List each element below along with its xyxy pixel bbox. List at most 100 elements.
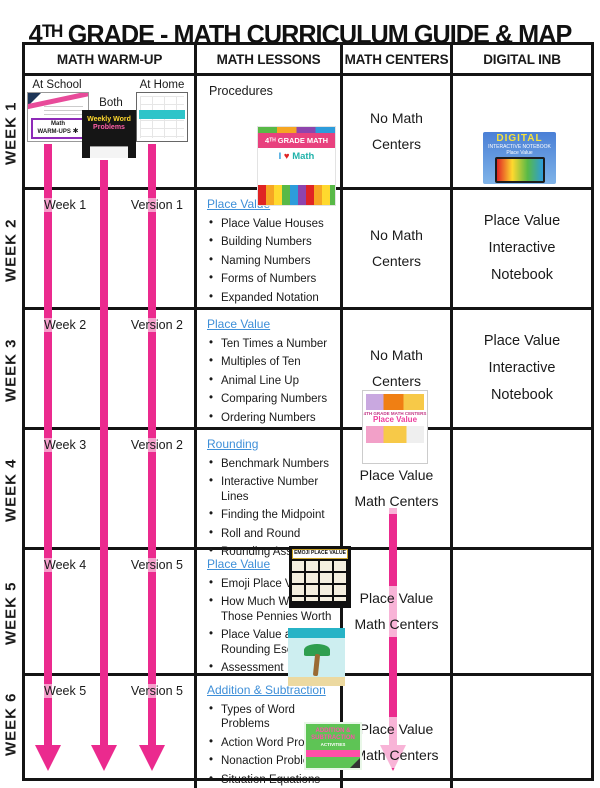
lesson-bullet: Nonaction Problems bbox=[209, 753, 338, 768]
i-love-math-caption: I ♥ Math bbox=[258, 148, 335, 162]
centers-text-week5: Place Value Math Centers bbox=[348, 586, 445, 637]
lesson-link-place-value[interactable]: Place Value bbox=[207, 557, 271, 571]
laptop-screen-decoration bbox=[496, 159, 543, 181]
palm-trunk-decoration bbox=[312, 653, 321, 677]
column-header-math-centers: MATH CENTERS bbox=[343, 45, 453, 76]
flow-arrowhead-both bbox=[91, 745, 117, 771]
lessons-text-week1: Procedures bbox=[209, 84, 273, 98]
sand-decoration bbox=[288, 677, 345, 686]
lesson-bullet: Expanded Notation bbox=[209, 289, 338, 305]
laptop-decoration bbox=[494, 157, 545, 183]
lesson-bullet: Animal Line Up bbox=[209, 373, 338, 388]
lesson-bullets: Place Value Houses Building Numbers Nami… bbox=[209, 216, 338, 305]
warmup-week-label: Week 3 bbox=[41, 438, 90, 452]
starburst-icon: ✱ bbox=[72, 127, 79, 135]
thumb-text: Problems bbox=[93, 124, 125, 132]
thumb-banner: 4ᵀᴴ GRADE MATH bbox=[258, 133, 335, 148]
sticky-notes-decoration bbox=[366, 426, 424, 444]
fanned-pages-decoration bbox=[90, 146, 128, 158]
thumb-text: SUBTRACTION bbox=[311, 735, 355, 742]
cell-centers-week1: No Math Centers bbox=[343, 76, 453, 190]
flow-arrowhead-at-school bbox=[35, 745, 61, 771]
lesson-bullet: Roll and Round bbox=[209, 525, 338, 541]
lesson-bullet: Interactive Number Lines bbox=[209, 474, 338, 504]
cell-warmup-week4: Week 3 Version 2 bbox=[25, 430, 197, 550]
cell-warmup-week2: Week 1 Version 1 bbox=[25, 190, 197, 310]
lesson-link-place-value[interactable]: Place Value bbox=[207, 197, 271, 211]
cell-warmup-week3: Week 2 Version 2 bbox=[25, 310, 197, 430]
thumb-text: ADDITION & bbox=[315, 728, 351, 734]
centers-text-week2: No Math Centers bbox=[348, 223, 445, 274]
thumb-text: WARM-UPS bbox=[37, 128, 71, 135]
lesson-bullet: Naming Numbers bbox=[209, 253, 338, 268]
lesson-link-addition-subtraction[interactable]: Addition & Subtraction bbox=[207, 683, 326, 697]
thumb-text: Math bbox=[51, 121, 65, 128]
cell-centers-week3: No Math Centers bbox=[343, 310, 453, 430]
column-header-math-lessons: MATH LESSONS bbox=[197, 45, 343, 76]
corner-decoration bbox=[350, 758, 360, 768]
inb-text-week2: Place Value Interactive Notebook bbox=[483, 213, 561, 283]
palm-tree-icon bbox=[303, 644, 330, 656]
lesson-bullet: Building Numbers bbox=[209, 234, 338, 249]
thumb-subtitle: Place Value bbox=[506, 150, 533, 156]
math-warm-ups-thumbnail: Math WARM-UPS ✱ bbox=[27, 92, 89, 142]
lesson-link-rounding[interactable]: Rounding bbox=[207, 437, 259, 451]
both-label: Both bbox=[99, 97, 123, 109]
emoji-place-value-thumbnail: EMOJI PLACE VALUE bbox=[289, 546, 351, 608]
pink-strip-decoration bbox=[306, 750, 360, 758]
centers-text-week3: No Math Centers bbox=[348, 343, 445, 394]
lesson-bullet: Comparing Numbers bbox=[209, 391, 338, 406]
thumb-text: Weekly Word bbox=[87, 116, 131, 123]
rounding-escape-thumbnail bbox=[288, 628, 345, 686]
lesson-link-place-value[interactable]: Place Value bbox=[207, 317, 271, 331]
warmup-version-label: Version 1 bbox=[127, 198, 186, 212]
cell-centers-week5: Place Value Math Centers bbox=[343, 550, 453, 676]
thumb-title: EMOJI PLACE VALUE bbox=[292, 549, 348, 559]
sticky-notes-decoration bbox=[366, 394, 424, 410]
teal-band-decoration bbox=[139, 110, 185, 119]
warmup-week-label: Week 2 bbox=[41, 318, 90, 332]
thumb-text: I bbox=[278, 151, 282, 162]
addition-subtraction-thumbnail: ADDITION & SUBTRACTION ACTIVITIES bbox=[304, 722, 362, 770]
weekly-word-problems-thumbnail: Weekly Word Problems bbox=[82, 110, 136, 158]
cell-inb-week5 bbox=[453, 550, 591, 676]
cell-centers-week6: Place Value Math Centers bbox=[343, 676, 453, 788]
column-header-digital-inb: DIGITAL INB bbox=[453, 45, 591, 76]
lesson-bullet: Situation Equations bbox=[209, 771, 338, 787]
warmup-week-label: Week 5 bbox=[41, 684, 90, 698]
cell-lessons-week3: Place Value Ten Times a Number Multiples… bbox=[197, 310, 343, 430]
fourth-grade-math-thumbnail: 4ᵀᴴ GRADE MATH I ♥ Math bbox=[257, 126, 336, 206]
week-6-row-label: WEEK 6 bbox=[2, 692, 20, 756]
thumb-title: 4TH GRADE MATH CENTERS bbox=[363, 411, 427, 416]
week-3-row-label: WEEK 3 bbox=[2, 338, 20, 402]
cell-lessons-week5: Place Value Emoji Place Value How Much W… bbox=[197, 550, 343, 676]
worksheet-grid-decoration bbox=[292, 560, 348, 601]
lesson-bullets: Benchmark Numbers Interactive Number Lin… bbox=[209, 456, 338, 559]
lesson-bullet: Assessment bbox=[209, 660, 338, 675]
lesson-bullet: Ten Times a Number bbox=[209, 336, 338, 351]
lesson-bullet: Types of Word Problems bbox=[209, 702, 338, 732]
column-header-math-warm-up: MATH WARM-UP bbox=[25, 45, 197, 76]
warmup-version-label: Version 5 bbox=[127, 558, 186, 572]
centers-text-week4: Place Value Math Centers bbox=[348, 463, 445, 514]
cell-lessons-week2: Place Value Place Value Houses Building … bbox=[197, 190, 343, 310]
cell-warmup-week6: Week 5 Version 5 bbox=[25, 676, 197, 788]
cell-warmup-week1 bbox=[25, 76, 197, 190]
lesson-bullet: Forms of Numbers bbox=[209, 271, 338, 286]
inb-text-week3: Place Value Interactive Notebook bbox=[483, 333, 561, 403]
cell-inb-week2: Place Value Interactive Notebook bbox=[453, 190, 591, 310]
at-school-label: At School bbox=[32, 79, 82, 91]
warmup-pair-week5: Week 4 Version 5 bbox=[25, 550, 194, 572]
thumb-text: Math bbox=[292, 151, 315, 162]
at-home-worksheet-thumbnail bbox=[136, 92, 188, 142]
thumb-title: DIGITAL bbox=[496, 133, 543, 144]
lesson-bullet: Multiples of Ten bbox=[209, 354, 338, 369]
lesson-bullet: How Much Were Those Pennies Worth bbox=[209, 594, 338, 624]
thumb-subtitle: Place Value bbox=[372, 415, 418, 425]
cell-centers-week4: Place Value Math Centers bbox=[343, 430, 453, 550]
centers-text-week6: Place Value Math Centers bbox=[348, 717, 445, 768]
flow-arrowhead-at-home bbox=[139, 745, 165, 771]
cell-inb-week4 bbox=[453, 430, 591, 550]
teal-header-decoration bbox=[288, 628, 345, 638]
